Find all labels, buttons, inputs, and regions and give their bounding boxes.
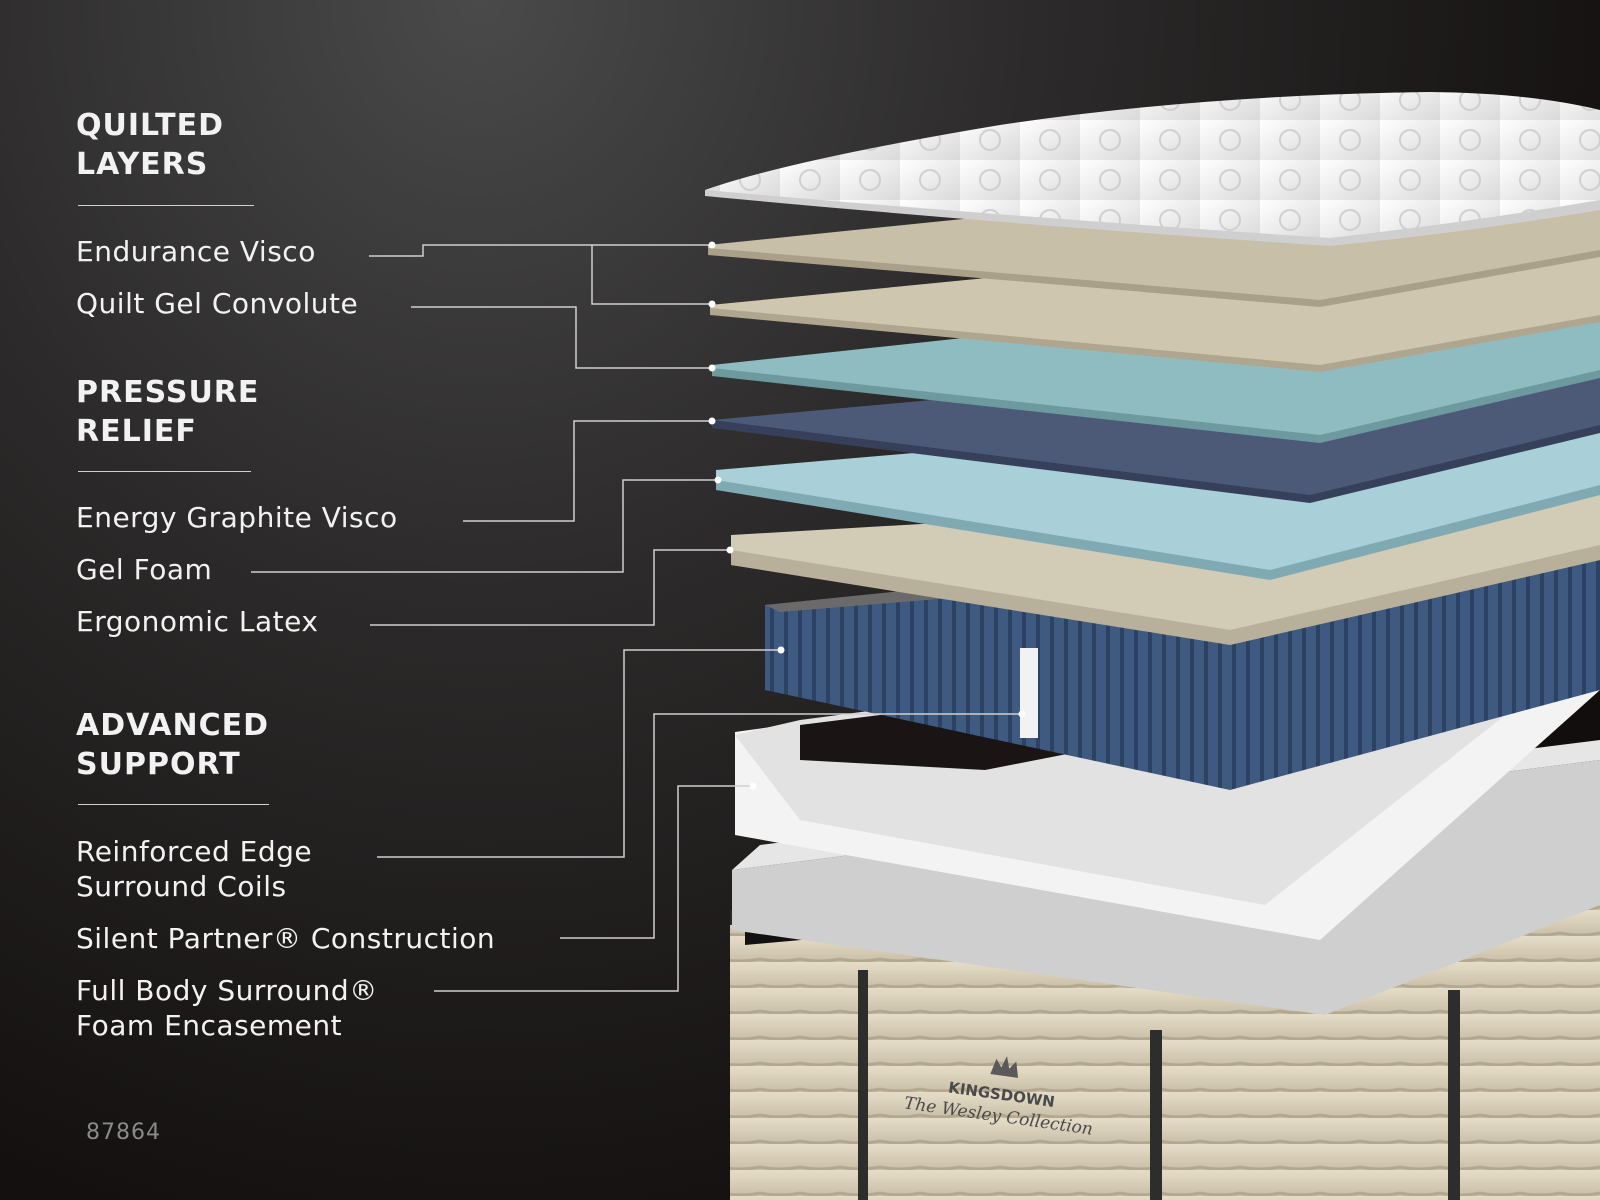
- leader-ergonomic-latex: [370, 549, 730, 626]
- heading-advanced-support: ADVANCED SUPPORT: [76, 708, 270, 782]
- heading-pressure-relief: PRESSURE RELIEF: [76, 375, 260, 449]
- label-full-body-surround-foam-encasement: Full Body Surround® Foam Encasement: [76, 974, 378, 1042]
- label-energy-graphite-visco: Energy Graphite Visco: [76, 501, 398, 534]
- product-code: 87864: [86, 1120, 161, 1145]
- leader-reinforced-edge-coils: [377, 649, 781, 858]
- divider: [78, 804, 269, 805]
- leader-energy-graphite-visco: [463, 420, 712, 522]
- leader-quilt-gel-convolute: [411, 306, 712, 369]
- label-reinforced-edge-surround-coils: Reinforced Edge Surround Coils: [76, 835, 313, 903]
- label-gel-foam: Gel Foam: [76, 553, 213, 586]
- divider: [78, 471, 251, 472]
- leader-silent-partner: [560, 713, 1022, 939]
- label-endurance-visco: Endurance Visco: [76, 235, 316, 268]
- label-ergonomic-latex: Ergonomic Latex: [76, 605, 319, 638]
- leader-gel-foam: [251, 479, 718, 573]
- quilt-top-layer: [705, 92, 1600, 246]
- label-silent-partner-construction: Silent Partner® Construction: [76, 922, 496, 955]
- label-quilt-gel-convolute: Quilt Gel Convolute: [76, 287, 359, 320]
- leader-full-body-surround: [434, 785, 753, 992]
- leader-endurance-visco-2: [591, 245, 712, 305]
- heading-quilted-layers: QUILTED LAYERS: [76, 108, 225, 182]
- divider: [78, 205, 254, 206]
- leader-endurance-visco: [369, 244, 712, 257]
